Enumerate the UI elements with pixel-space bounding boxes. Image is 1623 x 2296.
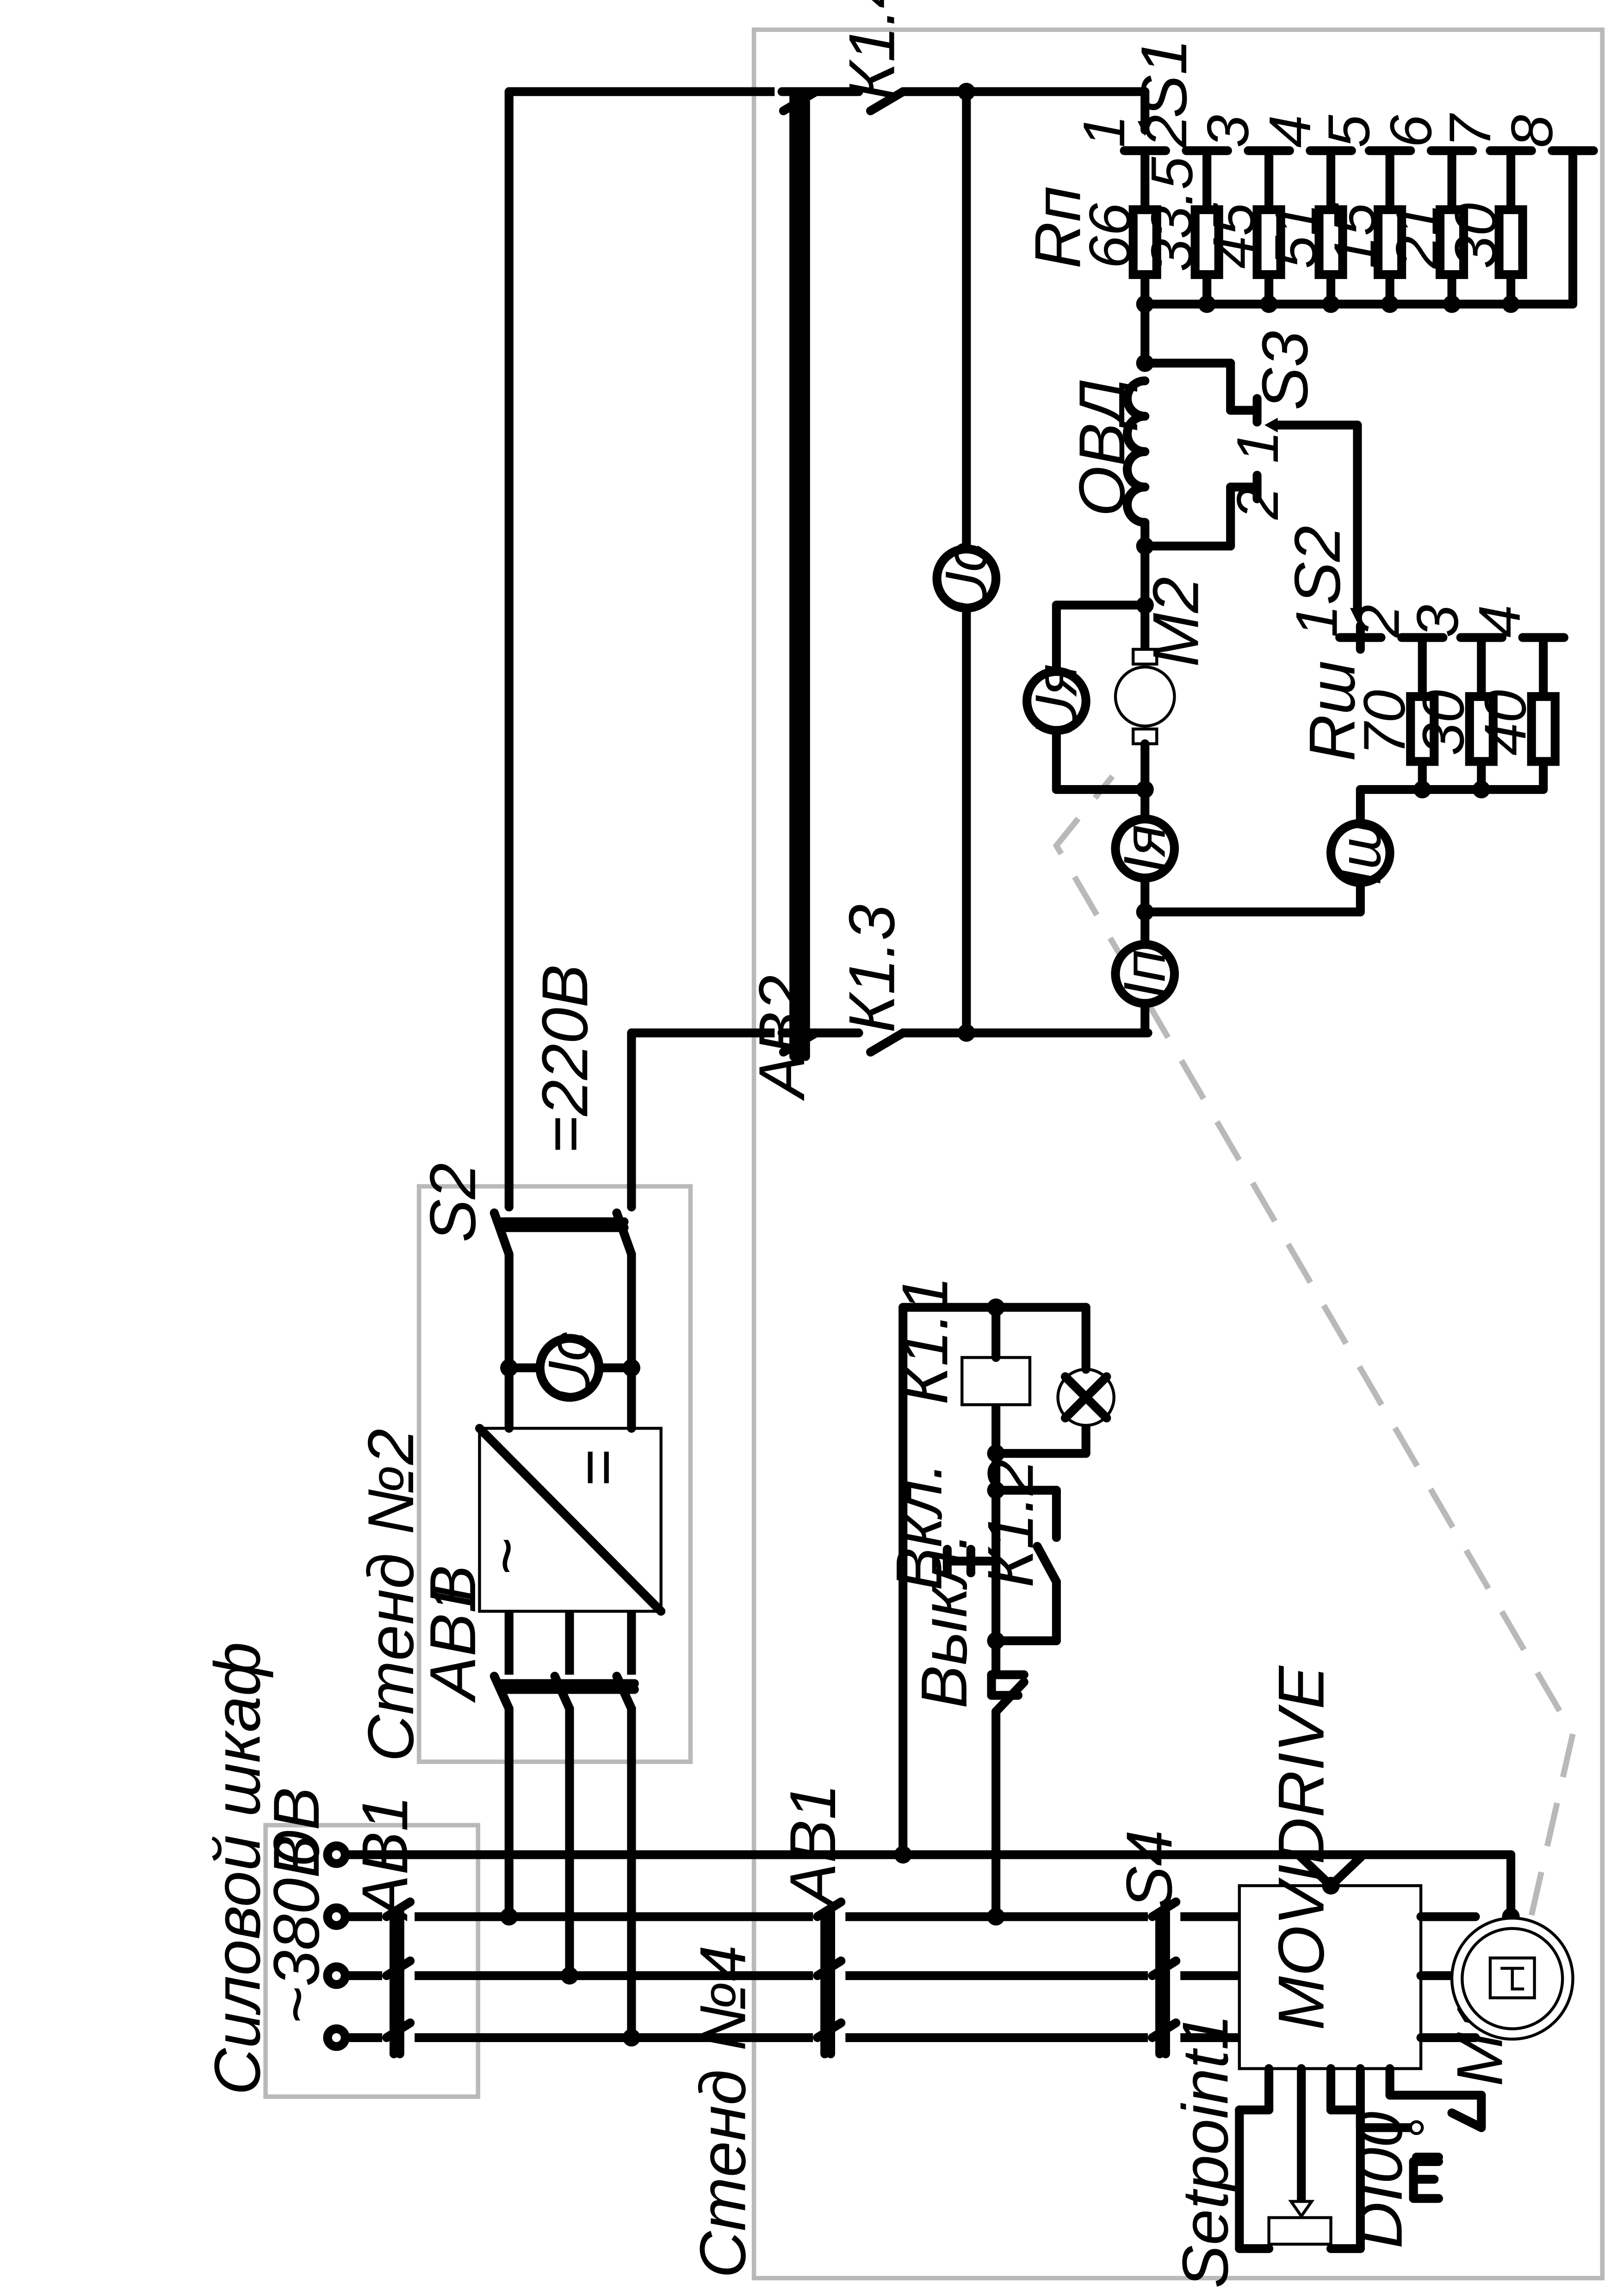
- rp-bank: [1120, 87, 1598, 368]
- label-stand2-ab1: АВ1: [416, 1577, 489, 1703]
- label-m2: М2: [1140, 577, 1212, 667]
- rsh-pos-1: 1: [1284, 605, 1350, 637]
- contact-k14[interactable]: [866, 87, 908, 116]
- meter-uc-stand2-label: Uc: [537, 1332, 602, 1404]
- label-s4: S4: [1113, 1830, 1185, 1909]
- label-stand2: Стенд №2: [354, 1429, 427, 1762]
- motor-m1: [1450, 1917, 1574, 2041]
- switch-stand2-s2[interactable]: [489, 1207, 642, 1259]
- terminal-l1[interactable]: [323, 1903, 350, 1930]
- frame-stand4: [751, 27, 1605, 2281]
- terminal-l2[interactable]: [323, 1962, 350, 1989]
- label-380v: ~380В: [260, 1835, 333, 2024]
- control-circuit: [894, 1298, 1115, 1926]
- meter-uc-stand4: [932, 545, 1001, 613]
- contact-k13[interactable]: [866, 1028, 908, 1057]
- rsh-value-1: 70: [1352, 690, 1418, 755]
- rp-value-7: 30: [1443, 203, 1509, 269]
- label-stand2-s2: S2: [416, 1163, 489, 1243]
- switch-s3[interactable]: [1264, 417, 1365, 623]
- rp-value-6: 21: [1384, 203, 1450, 269]
- button-on[interactable]: [942, 1545, 996, 1578]
- meter-uc-stand4-label: Uc: [934, 543, 999, 615]
- cabinet-supply: [323, 1841, 1516, 2059]
- field-winding-ovd: [1122, 354, 1262, 610]
- meter-ia-label: Iя: [1112, 824, 1178, 873]
- breaker-cabinet-ab1[interactable]: [382, 1897, 415, 2059]
- setpoint-potentiometer[interactable]: [1267, 2216, 1332, 2246]
- label-s1: S1: [1127, 39, 1200, 118]
- meter-ip-label: Iп: [1112, 949, 1178, 998]
- label-k13: К1.3: [836, 904, 908, 1033]
- stand4-main-breaker[interactable]: [813, 1897, 846, 2059]
- label-s2-rsh: S2: [1281, 526, 1354, 605]
- rp-value-4: 51: [1264, 203, 1329, 269]
- rp-pos-5: 5: [1316, 114, 1382, 148]
- label-220v: =220В: [528, 965, 601, 1154]
- armature-circuit: [1022, 596, 1548, 1038]
- meter-ua-label: Uя: [1023, 664, 1089, 738]
- movidrive-block: [1235, 1850, 1520, 2253]
- breaker-ab2[interactable]: [774, 74, 821, 1063]
- label-ovd: ОВД: [1065, 378, 1138, 516]
- s3-pos-1-top: 1: [1225, 431, 1291, 464]
- rp-pos-4: 4: [1258, 115, 1323, 148]
- label-ab2: АВ2: [745, 975, 818, 1101]
- terminal-l3[interactable]: [323, 2024, 350, 2051]
- rp-pos-3: 3: [1196, 115, 1261, 148]
- frame-power-cabinet: [263, 1823, 481, 2099]
- rp-value-1: 66: [1078, 203, 1143, 269]
- label-converter-b: В: [416, 1565, 489, 1609]
- label-power-cabinet: Силовой шкаф: [201, 1642, 273, 2095]
- rsh-pos-3: 3: [1405, 605, 1471, 637]
- label-stand4: Стенд №4: [686, 1945, 759, 2278]
- rsh-value-3: 40: [1473, 690, 1539, 755]
- label-on-button: Вкл.: [883, 1462, 955, 1590]
- label-k14: К1.4: [836, 0, 908, 100]
- rsh-bank: [1335, 621, 1569, 798]
- button-off[interactable]: [987, 1670, 1028, 1716]
- rp-pos-1: 1: [1072, 115, 1137, 148]
- rsh-pos-2: 2: [1346, 605, 1412, 638]
- frame-stand2: [416, 1184, 693, 1764]
- label-stand4-ab1: АВ1: [776, 1783, 849, 1909]
- stand2-circuit: [475, 87, 787, 2047]
- mechanical-coupling: [1053, 774, 1576, 1916]
- label-movidrive: MOVIDRIVE: [1265, 1665, 1338, 2030]
- rp-value-3: 45: [1202, 203, 1267, 269]
- label-rsh: Rш: [1296, 661, 1369, 761]
- label-k11: К1.1: [888, 1276, 961, 1405]
- label-s3: S3: [1249, 331, 1321, 410]
- rp-pos-2: 2: [1134, 115, 1199, 148]
- converter-ac-symbol: ~: [470, 1538, 542, 1576]
- label-di00: DI00: [1343, 2111, 1416, 2248]
- label-neutral: 0В: [260, 1787, 333, 1867]
- converter-dc-symbol: =: [561, 1449, 633, 1487]
- rsh-value-2: 30: [1411, 690, 1477, 755]
- label-cabinet-ab1: АВ1: [348, 1795, 421, 1921]
- rp-value-2: 33.5: [1140, 156, 1205, 272]
- contact-k12[interactable]: [1033, 1485, 1061, 1646]
- rp-pos-6: 6: [1378, 115, 1444, 148]
- coil-k11: [960, 1356, 1032, 1406]
- rp-resistor-3: [1252, 205, 1285, 279]
- rp-pos-8: 8: [1499, 115, 1565, 148]
- label-k12: К1.2: [974, 1459, 1047, 1588]
- label-off-button: Выкл.: [908, 1532, 980, 1708]
- rsh-pos-4: 4: [1467, 605, 1533, 637]
- rp-value-5: 15: [1322, 203, 1388, 269]
- meter-uc-stand2: [535, 1334, 604, 1402]
- meter-ish-label: Iш: [1327, 820, 1393, 885]
- rp-pos-7: 7: [1437, 113, 1503, 148]
- switch-s4[interactable]: [1148, 1897, 1181, 2059]
- label-setpoint: Setpoint1: [1169, 2014, 1241, 2289]
- label-rp: Rп: [1021, 186, 1094, 269]
- breaker-stand2-ab1[interactable]: [489, 1671, 642, 1713]
- s3-pos-2: 2: [1225, 487, 1291, 520]
- terminal-neutral[interactable]: [323, 1841, 350, 1868]
- motor-m2: [1114, 665, 1176, 728]
